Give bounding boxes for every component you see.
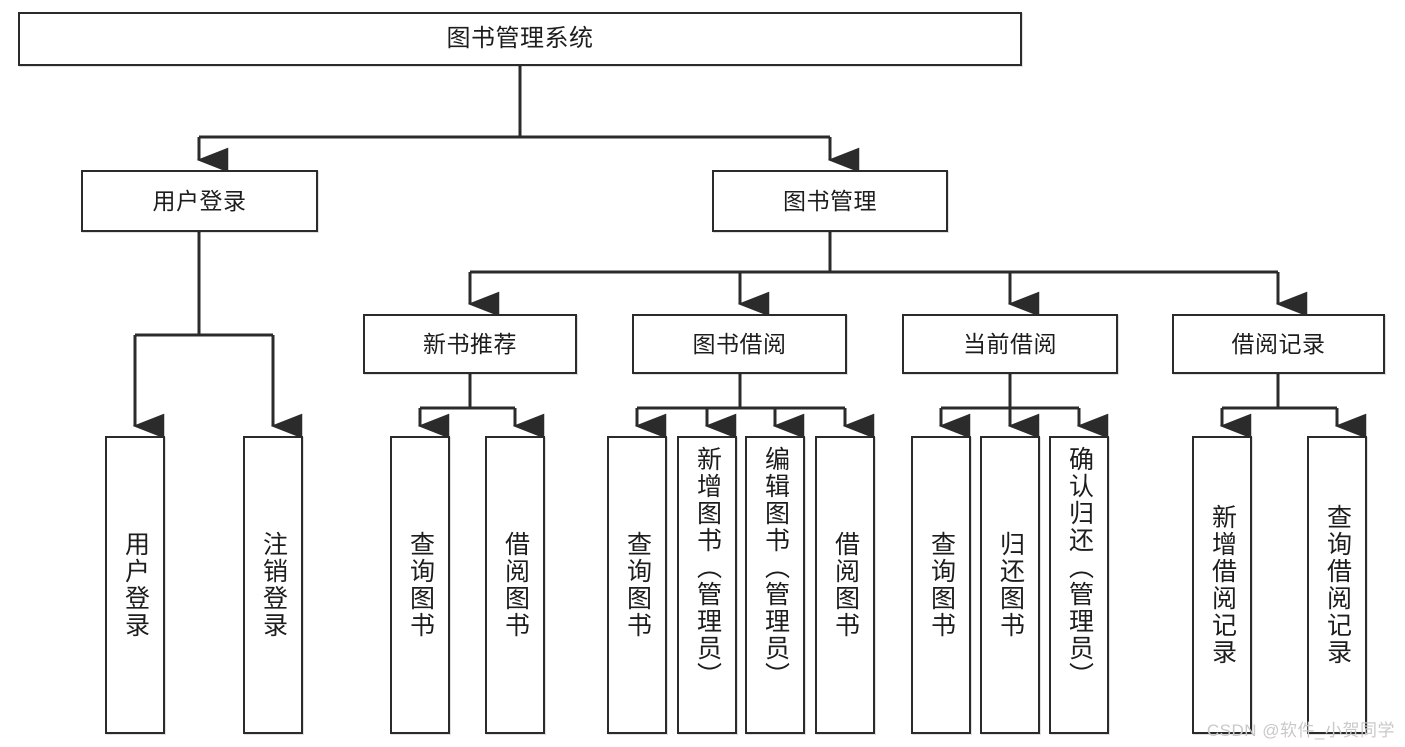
node-current-borrow[interactable]: 当前借阅 — [902, 314, 1118, 374]
node-label: 编辑图书（管理员） — [761, 446, 790, 689]
leaf-query-book-borrow[interactable]: 查询图书 — [607, 436, 667, 734]
node-user-login[interactable]: 用户登录 — [81, 170, 318, 232]
leaf-return-book[interactable]: 归还图书 — [980, 436, 1040, 734]
node-label: 借阅记录 — [1231, 330, 1326, 357]
node-label: 用户登录 — [121, 531, 150, 639]
node-label: 新增借阅记录 — [1208, 504, 1237, 666]
node-label: 图书管理 — [783, 187, 877, 214]
leaf-user-login[interactable]: 用户登录 — [105, 436, 165, 734]
node-root-system[interactable]: 图书管理系统 — [18, 12, 1022, 66]
node-label: 注销登录 — [259, 531, 288, 639]
node-label: 图书借阅 — [692, 330, 787, 357]
leaf-query-borrow-record[interactable]: 查询借阅记录 — [1307, 436, 1367, 734]
node-label: 借阅图书 — [831, 531, 860, 639]
node-label: 查询图书 — [623, 531, 652, 639]
node-book-borrow[interactable]: 图书借阅 — [632, 314, 847, 374]
node-borrow-record[interactable]: 借阅记录 — [1172, 314, 1385, 374]
node-label: 图书管理系统 — [446, 25, 594, 53]
node-label: 借阅图书 — [501, 531, 530, 639]
watermark-text: CSDN @软件_小贺同学 — [1206, 721, 1395, 740]
node-label: 当前借阅 — [963, 330, 1057, 357]
node-label: 查询借阅记录 — [1323, 504, 1352, 666]
node-label: 新增图书（管理员） — [693, 446, 722, 689]
node-label: 查询图书 — [927, 531, 956, 639]
leaf-borrow-book[interactable]: 借阅图书 — [815, 436, 875, 734]
node-label: 新书推荐 — [423, 330, 517, 357]
node-new-book-recommend[interactable]: 新书推荐 — [363, 314, 577, 374]
leaf-query-book-recommend[interactable]: 查询图书 — [390, 436, 450, 734]
leaf-borrow-book-recommend[interactable]: 借阅图书 — [485, 436, 545, 734]
leaf-query-book-current[interactable]: 查询图书 — [911, 436, 971, 734]
leaf-add-borrow-record[interactable]: 新增借阅记录 — [1192, 436, 1252, 734]
node-label: 归还图书 — [996, 531, 1025, 639]
leaf-add-book[interactable]: 新增图书（管理员） — [677, 436, 737, 734]
node-book-manage[interactable]: 图书管理 — [712, 170, 948, 232]
node-label: 查询图书 — [406, 531, 435, 639]
leaf-confirm-return[interactable]: 确认归还（管理员） — [1049, 436, 1109, 734]
node-label: 确认归还（管理员） — [1065, 446, 1094, 689]
leaf-logout-login[interactable]: 注销登录 — [243, 436, 303, 734]
leaf-edit-book[interactable]: 编辑图书（管理员） — [745, 436, 805, 734]
node-label: 用户登录 — [152, 187, 247, 214]
